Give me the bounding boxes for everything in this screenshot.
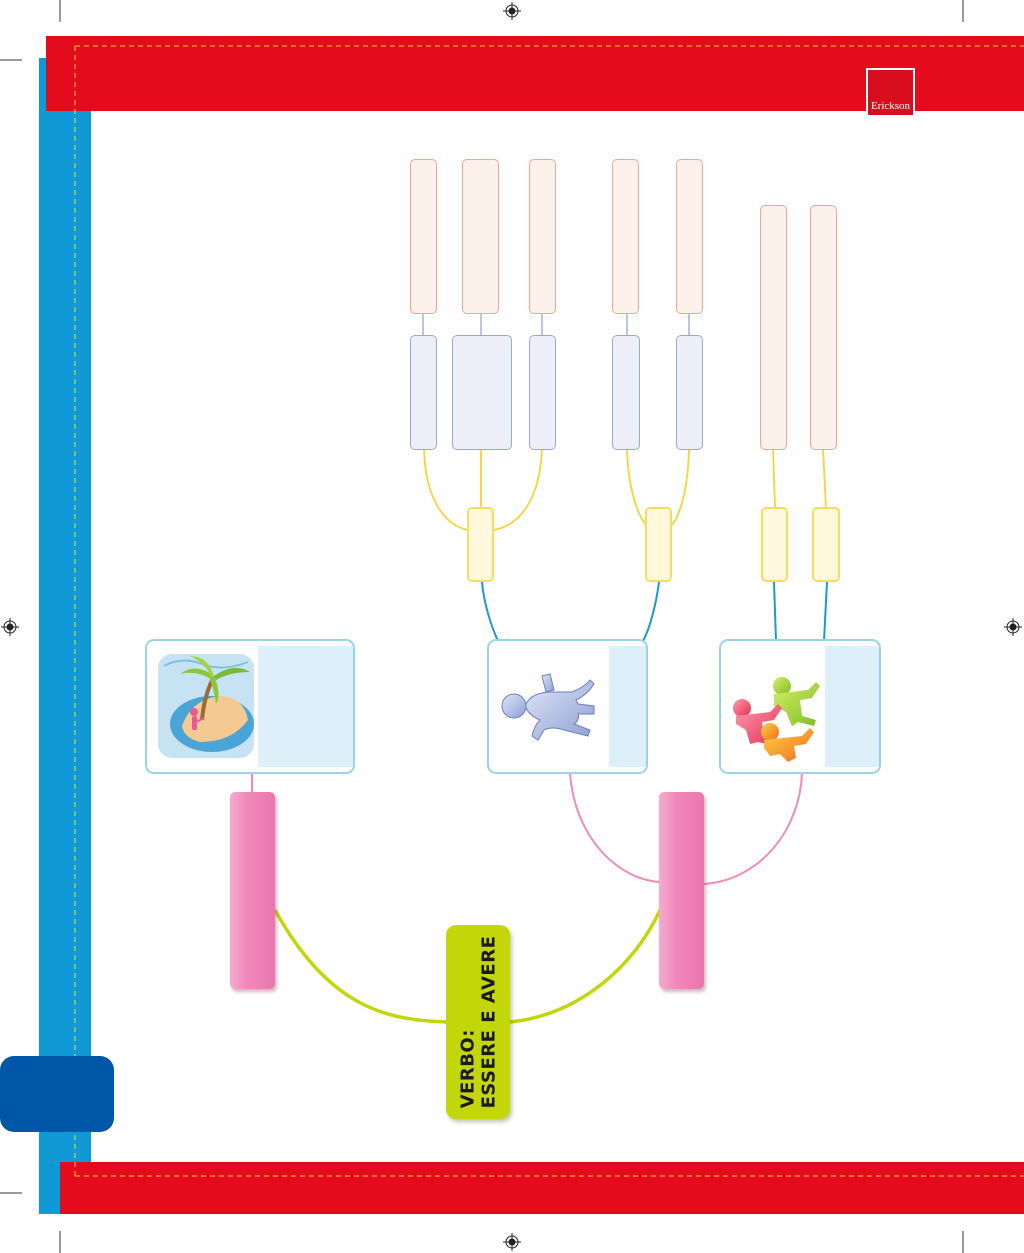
answer-area[interactable]: [258, 646, 353, 767]
registration-mark-right: [1004, 618, 1022, 636]
answer-area[interactable]: [825, 646, 879, 767]
pink-branch-box-essere[interactable]: [230, 792, 275, 989]
bottom-red-band: [60, 1162, 1024, 1214]
category-box-2[interactable]: [645, 507, 672, 582]
branch-box-3[interactable]: [529, 335, 556, 450]
branch-box-5[interactable]: [676, 335, 703, 450]
pink-connectors: [251, 772, 803, 885]
lavender-connectors: [422, 313, 690, 336]
registration-mark-left: [1, 618, 19, 636]
picture-frame: [152, 646, 260, 767]
root-connectors: [273, 909, 662, 1024]
leaf-box-2[interactable]: [462, 159, 499, 314]
root-node: VERBO: ESSERE E AVERE: [446, 925, 510, 1119]
leaf-box-4[interactable]: [612, 159, 639, 314]
category-box-1[interactable]: [467, 507, 494, 582]
island-palm-icon: [158, 654, 254, 758]
picture-frame: [726, 646, 824, 767]
registration-mark-top: [503, 2, 521, 20]
answer-area[interactable]: [609, 646, 646, 767]
category-box-4[interactable]: [812, 507, 840, 582]
root-label-line2: ESSERE E AVERE: [478, 935, 500, 1109]
branch-box-1[interactable]: [410, 335, 437, 450]
root-label-line1: VERBO:: [457, 1029, 479, 1109]
leaf-box-3[interactable]: [529, 159, 556, 314]
side-tab-marker: [0, 1056, 114, 1132]
leaf-box-1[interactable]: [410, 159, 437, 314]
branch-box-2[interactable]: [452, 335, 512, 450]
registration-mark-bottom: [503, 1233, 521, 1251]
leaf-box-6[interactable]: [760, 205, 787, 450]
blue-connectors: [481, 581, 828, 642]
branch-box-4[interactable]: [612, 335, 640, 450]
picture-frame: [494, 646, 608, 767]
publisher-logo-text: Erickson: [870, 100, 911, 112]
picture-card-person[interactable]: [487, 639, 648, 774]
yellow-connectors: [423, 447, 827, 531]
group-of-people-icon: [733, 677, 820, 762]
top-red-band: [46, 36, 1024, 111]
category-box-3[interactable]: [761, 507, 788, 582]
single-person-icon: [501, 673, 595, 741]
leaf-box-5[interactable]: [676, 159, 703, 314]
erickson-logo: Erickson: [866, 68, 915, 117]
root-label: VERBO: ESSERE E AVERE: [457, 936, 499, 1109]
leaf-box-7[interactable]: [810, 205, 837, 450]
picture-card-island[interactable]: [145, 639, 355, 774]
picture-card-group[interactable]: [719, 639, 881, 774]
pink-branch-box-avere[interactable]: [659, 792, 704, 989]
left-blue-strip: [39, 58, 91, 1214]
